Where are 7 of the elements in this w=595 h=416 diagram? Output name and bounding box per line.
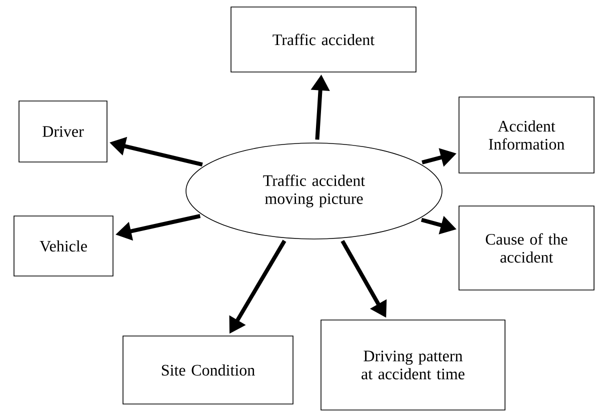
- process-box: Traffic accident: [230, 6, 416, 72]
- process-box: Accident Information: [458, 96, 594, 174]
- process-box: Vehicle: [14, 216, 114, 276]
- process-box: Site Condition: [122, 336, 294, 404]
- process-box: Driving pattern at accident time: [320, 320, 506, 410]
- process-box: Cause of the accident: [458, 206, 594, 290]
- process-box: Driver: [18, 100, 108, 162]
